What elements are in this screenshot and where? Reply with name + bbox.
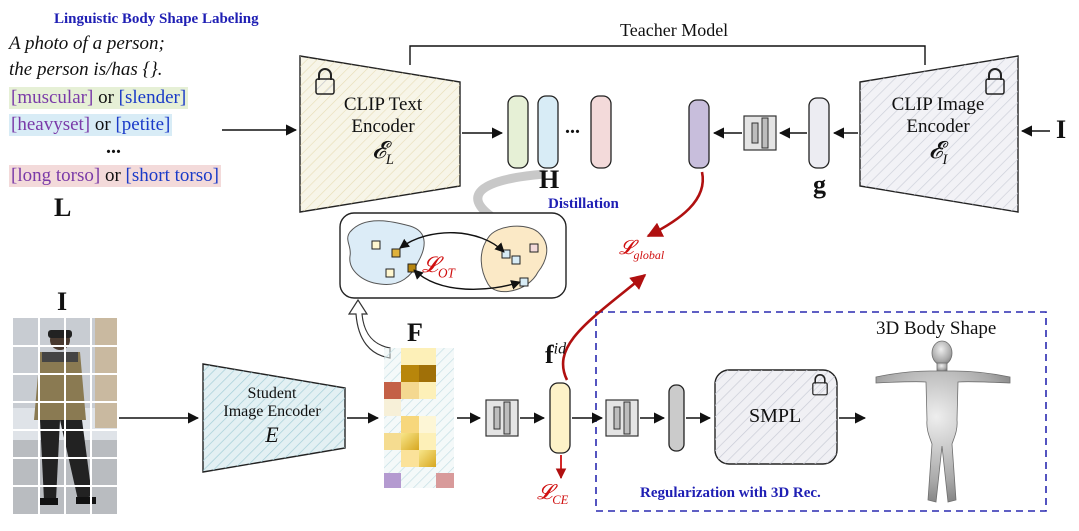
label-sep: or <box>100 165 126 186</box>
g-image-embedding <box>808 97 830 169</box>
label-a: [heavyset] <box>11 114 91 135</box>
ot-transport-arrow-top <box>399 232 505 253</box>
student-input-photo <box>13 318 117 514</box>
loss-symbol: 𝓛 <box>619 237 634 259</box>
label-pair-3: [long torso] or [short torso] <box>9 165 221 187</box>
ot-student-cloud <box>347 220 425 285</box>
encoder-symbol: 𝓔 <box>372 137 386 164</box>
ot-transport-arrow-bottom <box>413 269 521 291</box>
label-b: [short torso] <box>125 165 219 186</box>
lock-icon <box>315 68 335 95</box>
labeling-title: Linguistic Body Shape Labeling <box>54 11 259 27</box>
projection-block-student <box>485 399 519 437</box>
prompt-template-line2: the person is/has {}. <box>9 59 163 80</box>
ot-points <box>371 240 539 287</box>
prompt-template-line1: A photo of a person; <box>9 33 165 54</box>
loss-symbol: 𝓛 <box>537 480 553 504</box>
encoder-sub: L <box>385 151 394 168</box>
loss-ot-label: 𝓛OT <box>422 252 455 281</box>
student-encoder-line2: Image Encoder <box>223 403 321 421</box>
image-encoder-line1: CLIP Image <box>891 94 985 115</box>
lock-icon <box>985 68 1005 95</box>
projection-block-teacher <box>743 115 777 151</box>
loss-global-label: 𝓛global <box>619 237 664 263</box>
loss-sub: OT <box>438 265 455 281</box>
student-encoder-label: Student Image Encoder E <box>210 385 334 447</box>
text-encoder-symbol: 𝓔L <box>318 138 448 168</box>
fid-sup: id <box>553 340 567 358</box>
label-b: [petite] <box>115 114 171 135</box>
body-mesh <box>875 340 1011 503</box>
shape-parameters <box>668 384 685 452</box>
h-text-embeddings <box>507 95 612 169</box>
clip-text-encoder <box>299 55 461 213</box>
label-pair-1: [muscular] or [slender] <box>9 87 189 109</box>
projected-global-feature <box>688 99 710 169</box>
encoder-sub: I <box>942 151 948 168</box>
fid-global-feature <box>549 382 571 454</box>
symbol-F: F <box>407 318 423 347</box>
label-pair-2: [heavyset] or [petite] <box>9 114 173 136</box>
label-b: [slender] <box>118 87 187 108</box>
loss-sub: global <box>633 248 665 262</box>
label-ellipsis: ... <box>106 136 121 158</box>
student-image-encoder <box>202 363 346 473</box>
smpl-model <box>714 369 838 465</box>
smpl-label: SMPL <box>749 405 802 427</box>
h-ellipsis: ... <box>565 116 580 138</box>
fid-label: fid <box>545 340 566 370</box>
symbol-H: H <box>539 165 560 194</box>
label-sep: or <box>93 87 119 108</box>
loss-symbol: 𝓛 <box>422 252 438 277</box>
student-encoder-line1: Student <box>247 385 297 402</box>
distillation-label: Distillation <box>548 196 619 212</box>
text-encoder-label: CLIP Text Encoder 𝓔L <box>318 94 448 168</box>
feature-to-ot-arrow <box>347 298 391 359</box>
image-encoder-symbol: 𝓔I <box>868 138 1008 168</box>
label-sep: or <box>90 114 116 135</box>
loss-sub: CE <box>552 493 569 508</box>
label-a: [long torso] <box>11 165 101 186</box>
fid-symbol: f <box>545 340 554 369</box>
global-loss-arrow-from-student <box>561 273 647 381</box>
label-a: [muscular] <box>11 87 94 108</box>
symbol-g: g <box>813 170 826 199</box>
lock-icon <box>812 374 828 396</box>
loss-ce-label: 𝓛CE <box>537 480 568 508</box>
body-shape-label: 3D Body Shape <box>876 318 997 339</box>
regularization-label: Regularization with 3D Rec. <box>640 485 821 501</box>
regression-block <box>605 399 639 437</box>
text-encoder-line1: CLIP Text <box>343 94 423 115</box>
text-encoder-line2: Encoder <box>351 115 415 137</box>
symbol-L: L <box>54 193 72 222</box>
symbol-I-teacher: I <box>1056 115 1067 144</box>
image-encoder-label: CLIP Image Encoder 𝓔I <box>868 94 1008 168</box>
image-encoder-line2: Encoder <box>906 115 970 137</box>
symbol-I-student: I <box>57 287 68 316</box>
teacher-model-label: Teacher Model <box>620 20 729 40</box>
clip-image-encoder <box>859 55 1019 213</box>
f-patch-features <box>384 348 454 488</box>
teacher-bracket <box>409 45 926 65</box>
encoder-symbol: 𝓔 <box>928 137 943 164</box>
global-loss-arrow-from-teacher <box>646 171 705 238</box>
student-encoder-symbol: E <box>265 421 279 447</box>
